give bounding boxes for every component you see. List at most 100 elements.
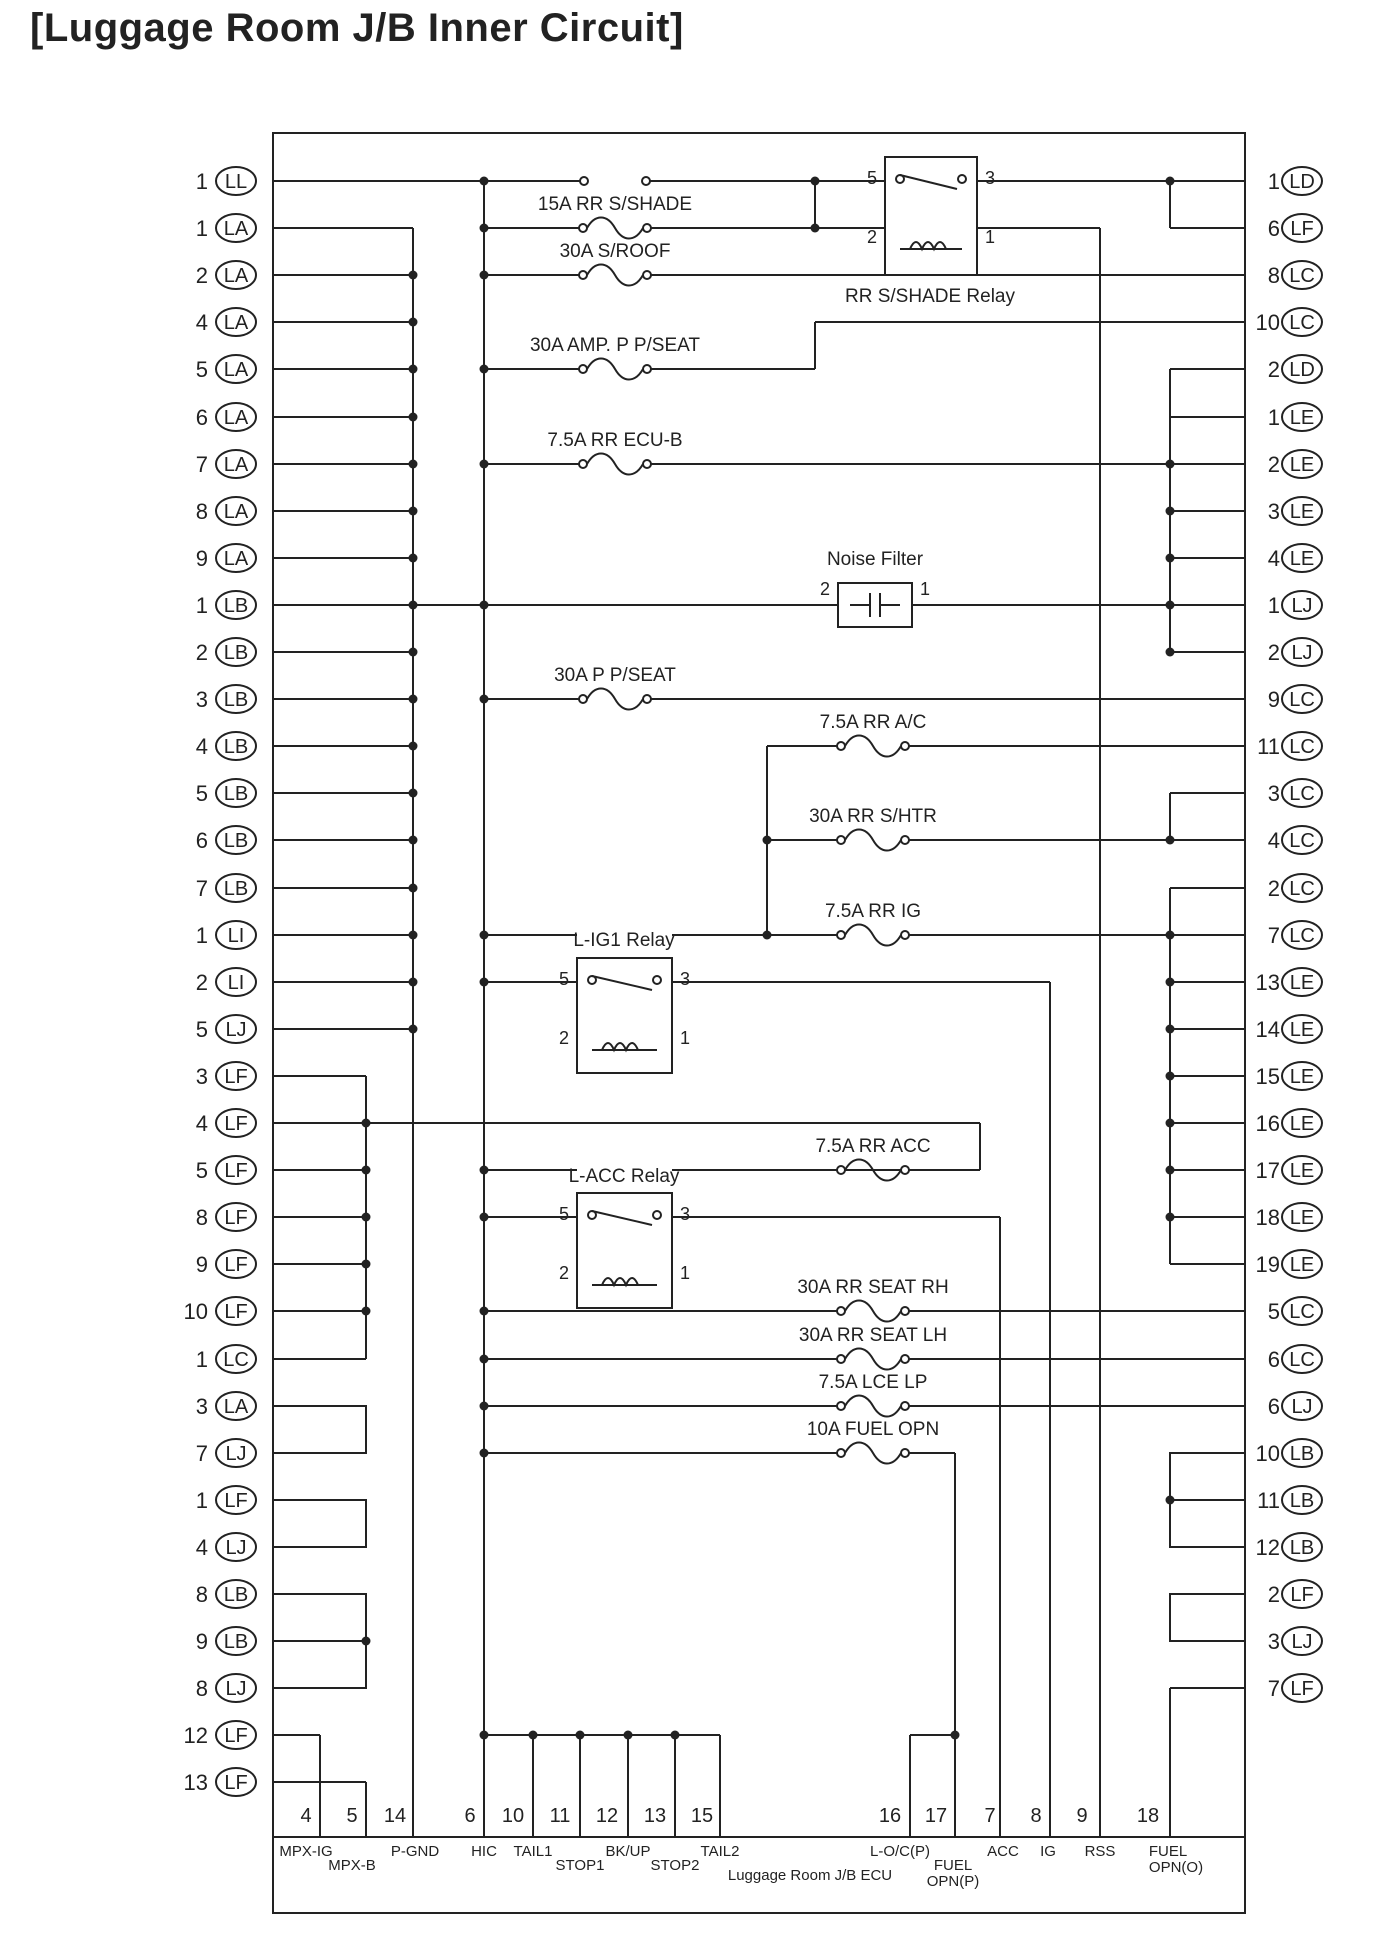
fuse: 7.5A RR ACC [815,1136,931,1182]
junction-dot [408,364,418,374]
fuse: 30A RR SEAT RH [797,1277,949,1323]
connector-oval [215,307,257,337]
fuse-element [586,216,644,240]
fuse-label: 30A RR S/HTR [809,806,937,827]
connector-oval [1281,1532,1323,1562]
wire [273,1405,367,1454]
pin-number: 2 [196,970,208,995]
connector-label: LF [1290,1584,1313,1606]
connector-label: LB [1290,1443,1314,1465]
pin-number: 17 [1256,1158,1280,1183]
fuse-label: 10A FUEL OPN [807,1419,939,1440]
fuse: 7.5A RR A/C [820,712,927,758]
pin-number: 1 [196,923,208,948]
junction-dot [408,835,418,845]
pin-number: 4 [196,1535,208,1560]
fuse-element [844,734,902,758]
connector-label: LJ [1291,1631,1312,1653]
pin-number: 7 [1268,1676,1280,1701]
fuse-terminal [578,459,588,469]
junction-dot [361,1118,371,1128]
connector-oval [215,590,257,620]
fuse: 10A FUEL OPN [807,1419,939,1465]
junction-dot [1165,1118,1175,1128]
connector-oval [215,1061,257,1091]
fuse-element [844,1299,902,1323]
left-terminal: LJ 7 [196,1438,257,1468]
connector-label: LE [1290,407,1314,429]
pin-number: 4 [196,310,208,335]
connector-oval [215,496,257,526]
junction-dot [1165,1165,1175,1175]
pin-number: 1 [1268,405,1280,430]
connector-oval [215,1579,257,1609]
connector-oval [215,543,257,573]
relay-label: RR S/SHADE Relay [845,286,1015,307]
connector-oval [1281,590,1323,620]
connector-label: LJ [225,1443,246,1465]
coil [601,1277,639,1288]
left-terminal: LA5 [196,354,257,384]
connector-oval [1281,1296,1323,1326]
connector-label: LI [228,972,245,994]
connector-label: LF [224,1160,247,1182]
ecu-signal-label: OPN(P) [927,1873,980,1890]
connector-label: LB [224,878,248,900]
page-title: [Luggage Room J/B Inner Circuit] [30,6,684,50]
switch-arm [899,174,958,190]
junction-dot [810,223,820,233]
left-terminal: LF3 [196,1061,257,1091]
connector-oval [215,1720,257,1750]
ecu-signal-label: HIC [471,1843,497,1860]
ecu-signal-label: ACC [987,1843,1019,1860]
ecu-pin: 16 [879,1805,901,1827]
wiring [273,176,1245,1837]
fuse: 7.5A RR ECU-B [547,430,683,476]
right-terminal: LE 1 [1268,402,1323,432]
relay-pin: 1 [680,1263,690,1283]
ecu-signal-label: STOP2 [651,1857,700,1874]
connector-label: LD [1289,359,1315,381]
pin-number: 9 [1268,687,1280,712]
pin-number: 12 [1256,1535,1280,1560]
connector-oval [1281,1344,1323,1374]
connector-oval [1281,213,1323,243]
fuse: 7.5A LCE LP [819,1372,927,1418]
connector-oval [215,1485,257,1515]
connector-oval [1281,1438,1323,1468]
ecu-signal-label: L-O/C(P) [870,1843,930,1860]
left-terminal: LI1 [196,920,257,950]
fuse-terminal [836,930,846,940]
junction-dot [1165,506,1175,516]
connector-oval [1281,402,1323,432]
fuse-element [586,263,644,287]
connector-oval [215,260,257,290]
connector-oval [215,354,257,384]
ecu-pin: 13 [644,1805,666,1827]
junction-dots [361,176,1175,1740]
junction-dot [810,176,820,186]
fuse-label: 7.5A RR A/C [820,712,927,733]
connector-oval [215,1202,257,1232]
ecu-pin: 14 [384,1805,406,1827]
connector-label: LJ [225,1019,246,1041]
connector-label: LA [224,359,249,381]
connector-oval [215,213,257,243]
ecu-pin: 4 [300,1805,311,1827]
connector-oval [1281,1249,1323,1279]
filter-box [837,582,913,628]
switch-arm [591,1210,653,1226]
pin-number: 14 [1256,1017,1280,1042]
left-terminal: LA8 [196,496,257,526]
pin-number: 7 [196,1441,208,1466]
junction-dot [1165,176,1175,186]
